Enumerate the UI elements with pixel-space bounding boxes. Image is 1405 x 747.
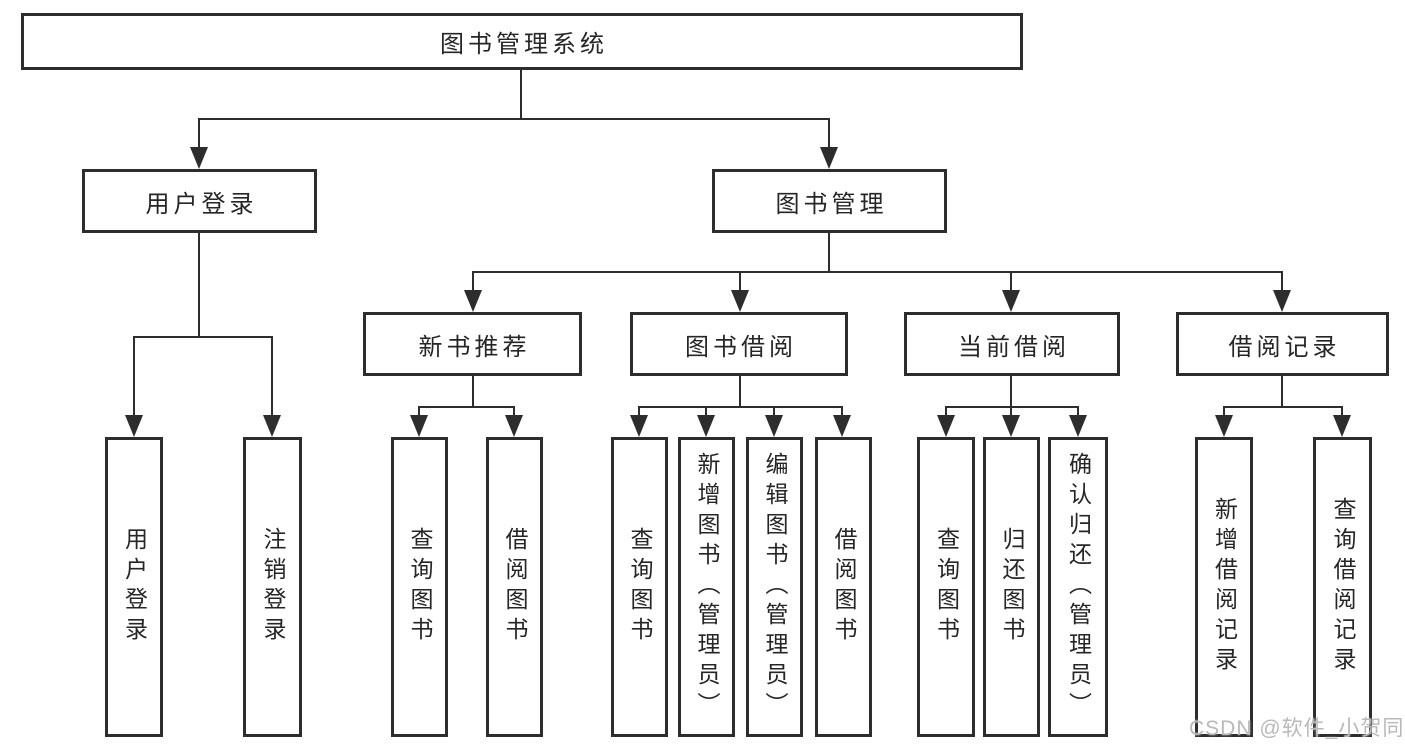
connector-drop [773, 406, 775, 416]
leaf-label: 查询借阅记录 [1330, 497, 1356, 677]
connector-new-book-rec-crossbar [419, 406, 515, 408]
arrow-down-icon [1002, 290, 1020, 312]
node-new-book-recommend: 新书推荐 [363, 312, 582, 376]
node-label: 新书推荐 [418, 333, 531, 361]
connector-new-book-rec-stem [472, 376, 474, 406]
leaf-label: 用户登录 [121, 527, 148, 647]
connector-drop [1341, 406, 1343, 416]
arrow-down-icon [937, 415, 955, 437]
connector-drop [1223, 406, 1225, 416]
connector-current-borrow-crossbar [946, 406, 1079, 408]
leaf-label: 注销登录 [260, 527, 286, 647]
connector-drop-new-book-rec [472, 271, 474, 291]
connector-drop-current-borrow [1010, 271, 1012, 291]
leaf-label: 借阅图书 [502, 527, 528, 647]
connector-drop-user-login [198, 118, 200, 150]
leaf-label: 归还图书 [999, 527, 1025, 647]
leaf-borrow-books-recommend: 借阅图书 [486, 437, 543, 737]
leaf-query-books-recommend: 查询图书 [391, 437, 448, 737]
connector-drop-leaf-logout [271, 336, 273, 416]
leaf-query-borrow-record: 查询借阅记录 [1313, 437, 1372, 737]
connector-borrow-records-crossbar [1224, 406, 1343, 408]
connector-drop-book-mgmt [828, 118, 830, 150]
arrow-down-icon [765, 415, 783, 437]
connector-user-login-crossbar [134, 336, 273, 338]
arrow-down-icon [1215, 415, 1233, 437]
node-user-login: 用户登录 [82, 169, 317, 233]
leaf-return-books: 归还图书 [983, 437, 1040, 737]
node-label: 借阅记录 [1228, 333, 1341, 361]
leaf-label: 新增借阅记录 [1211, 497, 1238, 677]
arrow-down-icon [125, 415, 143, 437]
arrow-down-icon [1069, 415, 1087, 437]
connector-book-mgmt-stem [828, 233, 830, 271]
leaf-label: 查询图书 [933, 527, 960, 647]
csdn-watermark: CSDN @软件_小贺同学 [1189, 717, 1405, 740]
connector-book-borrow-crossbar [639, 406, 843, 408]
connector-drop [1010, 406, 1012, 416]
connector-drop [1077, 406, 1079, 416]
arrow-down-icon [190, 147, 208, 169]
arrow-down-icon [1273, 290, 1291, 312]
leaf-label: 查询图书 [407, 527, 433, 647]
connector-drop-leaf-user-login [133, 336, 135, 416]
leaf-label: 编辑图书（管理员） [762, 452, 788, 722]
arrow-down-icon [1333, 415, 1351, 437]
arrow-down-icon [464, 290, 482, 312]
node-label: 用户登录 [145, 190, 258, 218]
connector-drop [418, 406, 420, 416]
leaf-borrow-books: 借阅图书 [815, 437, 872, 737]
node-book-borrowing: 图书借阅 [630, 312, 848, 376]
connector-root-crossbar [199, 118, 830, 120]
arrow-down-icon [697, 415, 715, 437]
leaf-confirm-return-admin: 确认归还（管理员） [1048, 437, 1108, 737]
connector-drop [513, 406, 515, 416]
arrow-down-icon [820, 147, 838, 169]
connector-drop [705, 406, 707, 416]
node-label: 当前借阅 [958, 333, 1070, 361]
connector-drop [638, 406, 640, 416]
leaf-user-login: 用户登录 [105, 437, 163, 737]
leaf-label: 查询图书 [627, 527, 653, 647]
leaf-query-books-current: 查询图书 [917, 437, 975, 737]
leaf-logout: 注销登录 [243, 437, 302, 737]
connector-root-stem [520, 70, 522, 118]
node-library-management-system: 图书管理系统 [21, 13, 1023, 70]
arrow-down-icon [630, 415, 648, 437]
arrow-down-icon [731, 290, 749, 312]
leaf-label: 新增图书（管理员） [694, 452, 720, 722]
arrow-down-icon [1002, 415, 1020, 437]
connector-drop [841, 406, 843, 416]
leaf-edit-books-admin: 编辑图书（管理员） [746, 437, 803, 737]
node-borrowing-records: 借阅记录 [1176, 312, 1389, 376]
connector-user-login-stem [198, 233, 200, 336]
arrow-down-icon [833, 415, 851, 437]
connector-current-borrow-stem [1010, 376, 1012, 406]
arrow-down-icon [410, 415, 428, 437]
node-label: 图书借阅 [685, 333, 797, 361]
leaf-query-books-borrowing: 查询图书 [611, 437, 668, 737]
connector-drop [945, 406, 947, 416]
node-book-management: 图书管理 [712, 169, 947, 233]
connector-book-borrow-stem [739, 376, 741, 406]
node-label: 图书管理系统 [440, 31, 608, 58]
arrow-down-icon [505, 415, 523, 437]
node-current-borrowing: 当前借阅 [904, 312, 1120, 376]
connector-borrow-records-stem [1281, 376, 1283, 406]
leaf-label: 借阅图书 [831, 527, 857, 647]
leaf-add-books-admin: 新增图书（管理员） [678, 437, 735, 737]
node-label: 图书管理 [775, 190, 888, 218]
connector-drop-book-borrow [739, 271, 741, 291]
leaf-add-borrow-record: 新增借阅记录 [1195, 437, 1253, 737]
connector-book-mgmt-crossbar [473, 271, 1283, 273]
arrow-down-icon [263, 415, 281, 437]
leaf-label: 确认归还（管理员） [1065, 452, 1092, 722]
connector-drop-borrow-records [1281, 271, 1283, 291]
